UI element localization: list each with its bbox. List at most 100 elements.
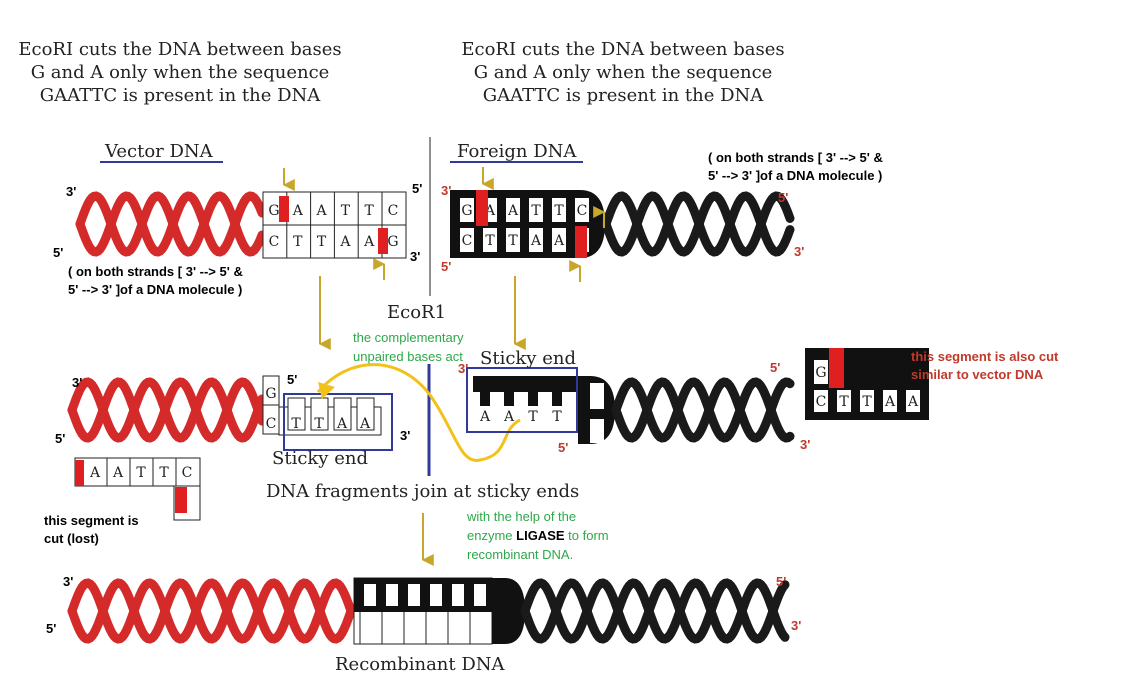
prime-5-row1-mid: 5' bbox=[412, 181, 423, 196]
ligase-note-2a: enzyme bbox=[467, 528, 517, 543]
complementary-note-1: the complementary bbox=[353, 330, 464, 345]
cut-mark-top-foreign bbox=[476, 190, 488, 226]
recombinant-helix-left-strand-2 bbox=[67, 578, 357, 644]
sticky-right-base-2: T bbox=[528, 409, 538, 425]
cut-seg-bottom-0: C bbox=[816, 394, 827, 410]
vector-helix-top bbox=[75, 191, 267, 257]
foreign-helix-top bbox=[601, 191, 795, 257]
sticky-left-base-2: A bbox=[336, 416, 348, 432]
sticky-box-right bbox=[466, 367, 578, 433]
recombinant-helix-left-strand-1 bbox=[67, 578, 357, 644]
foreign-top-base-4: T bbox=[554, 203, 564, 219]
vector-top-base-3: T bbox=[341, 203, 351, 219]
cut-seg-bottom-2: T bbox=[862, 394, 872, 410]
vector-top-base-5: C bbox=[388, 203, 399, 219]
strands-note-left-1: ( on both strands [ 3' --> 5' & bbox=[68, 264, 243, 279]
vector-bottom-base-3: A bbox=[339, 234, 351, 250]
prime-5-row1-left: 5' bbox=[53, 245, 64, 260]
foreign-bottom-base-1: T bbox=[485, 233, 495, 249]
heading-left: EcoRI cuts the DNA between bases G and A… bbox=[0, 38, 360, 107]
joining-curve bbox=[316, 363, 521, 462]
lost-segment: AATTCG bbox=[74, 457, 201, 521]
strands-note-right-2: 5' --> 3' ]of a DNA molecule ) bbox=[708, 168, 883, 183]
strands-note-left: ( on both strands [ 3' --> 5' & 5' --> 3… bbox=[68, 263, 243, 299]
segment-also-cut-note-1: this segment is also cut bbox=[911, 349, 1059, 364]
foreign-helix-top-strand-2 bbox=[601, 191, 795, 257]
heading-left-line-2: G and A only when the sequence bbox=[30, 62, 330, 83]
complementary-note: the complementary unpaired bases act bbox=[353, 328, 464, 366]
joining-curve-arrowhead bbox=[318, 382, 335, 399]
ligase-word: LIGASE bbox=[516, 528, 565, 543]
cut-seg-bottom-1: T bbox=[839, 394, 849, 410]
prime-5-row2-sticky: 5' bbox=[287, 372, 298, 387]
foreign-top-base-0: G bbox=[461, 203, 472, 219]
ligase-note: with the help of the enzyme LIGASE to fo… bbox=[467, 507, 609, 564]
strands-note-right: ( on both strands [ 3' --> 5' & 5' --> 3… bbox=[708, 149, 883, 185]
sticky-right-base-1: A bbox=[503, 409, 515, 425]
vector-top-base-1: A bbox=[292, 203, 304, 219]
heading-right-line-1: EcoRI cuts the DNA between bases bbox=[461, 39, 785, 60]
cut-mark-bottom-left bbox=[378, 228, 388, 254]
vector-bottom-base-4: A bbox=[363, 234, 375, 250]
foreign-bottom-base-4: A bbox=[553, 233, 565, 249]
prime-3-row1-foreign: 3' bbox=[441, 183, 452, 198]
prime-5-row2-left: 5' bbox=[55, 431, 66, 446]
prime-3-row2-sticky: 3' bbox=[400, 428, 411, 443]
foreign-bottom-base-2: T bbox=[508, 233, 518, 249]
cut-mark-segment bbox=[829, 348, 844, 388]
lost-top-base-0: A bbox=[89, 465, 101, 481]
recombinant-helix-right bbox=[520, 578, 790, 644]
foreign-dna-cut: AATTCG bbox=[466, 367, 795, 444]
lost-top-base-4: C bbox=[182, 465, 193, 481]
vector-dna-label: Vector DNA bbox=[105, 141, 213, 162]
heading-right: EcoRI cuts the DNA between bases G and A… bbox=[443, 38, 803, 107]
vector-helix-middle-strand-2 bbox=[67, 377, 267, 443]
foreign-helix-middle bbox=[611, 377, 795, 443]
ligase-note-3: recombinant DNA. bbox=[467, 547, 574, 562]
vector-top-base-4: T bbox=[365, 203, 375, 219]
ecor1-label: EcoR1 bbox=[387, 302, 447, 323]
prime-3-row2-right: 3' bbox=[800, 437, 811, 452]
prime-5-row1-foreign: 5' bbox=[441, 259, 452, 274]
sticky-left-base-3: A bbox=[359, 416, 371, 432]
segment-also-cut-note: this segment is also cut similar to vect… bbox=[911, 348, 1058, 384]
prime-5-row3-left: 5' bbox=[46, 621, 57, 636]
vector-end-g: G bbox=[265, 386, 276, 402]
foreign-helix-middle-strand-2 bbox=[611, 377, 795, 443]
recombinant-dna bbox=[67, 577, 790, 645]
sticky-right-base-0: A bbox=[479, 409, 491, 425]
ligase-note-2b: to form bbox=[564, 528, 609, 543]
lost-top-base-3: T bbox=[159, 465, 169, 481]
sticky-end-right-label: Sticky end bbox=[480, 348, 576, 369]
vector-helix-middle bbox=[67, 377, 267, 443]
heading-left-line-3: GAATTC is present in the DNA bbox=[39, 85, 321, 106]
segment-lost-note: this segment is cut (lost) bbox=[44, 512, 139, 548]
sticky-left-base-0: T bbox=[291, 416, 301, 432]
ligase-note-2: enzyme LIGASE to form bbox=[467, 526, 609, 545]
heading-right-line-3: GAATTC is present in the DNA bbox=[482, 85, 764, 106]
prime-3-row2-left: 3' bbox=[72, 375, 83, 390]
vector-top-base-0: G bbox=[268, 203, 279, 219]
heading-left-line-1: EcoRI cuts the DNA between bases bbox=[18, 39, 342, 60]
prime-3-row1-mid: 3' bbox=[410, 249, 421, 264]
ligase-note-1: with the help of the bbox=[467, 509, 577, 524]
prime-3-row1-right: 3' bbox=[794, 244, 805, 259]
prime-3-row1-left: 3' bbox=[66, 184, 77, 199]
sticky-end-left-label: Sticky end bbox=[272, 448, 368, 469]
vector-bottom-base-1: T bbox=[293, 234, 303, 250]
recombinant-base-grid bbox=[359, 584, 486, 644]
foreign-dna-label: Foreign DNA bbox=[457, 141, 577, 162]
prime-5-row3-right: 5' bbox=[776, 574, 787, 589]
segment-also-cut-note-2: similar to vector DNA bbox=[911, 367, 1044, 382]
cut-seg-top-g: G bbox=[815, 365, 826, 381]
vector-top-base-2: A bbox=[316, 203, 328, 219]
foreign-top-base-5: C bbox=[577, 203, 588, 219]
lost-segment-bases: AATTCG bbox=[89, 458, 199, 509]
